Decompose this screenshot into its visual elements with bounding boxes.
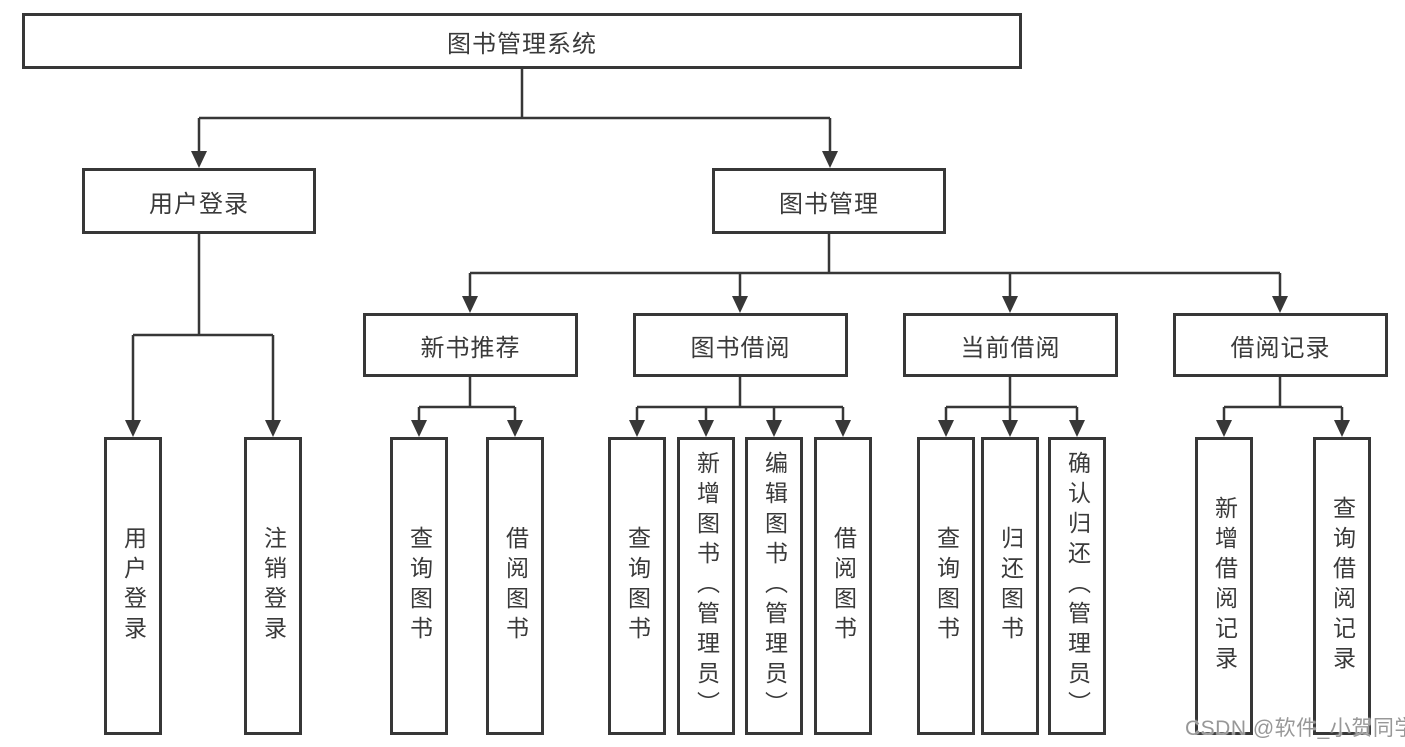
node-borrow-records: 借阅记录 bbox=[1173, 313, 1388, 377]
leaf-confirm-return-admin: 确认归还（管理员） bbox=[1048, 437, 1106, 735]
leaf-query-books-current: 查询图书 bbox=[917, 437, 975, 735]
connector-book-management-to-level3 bbox=[468, 234, 1282, 298]
leaf-add-borrow-record: 新增借阅记录 bbox=[1195, 437, 1253, 735]
leaf-add-books-admin: 新增图书（管理员） bbox=[677, 437, 735, 735]
node-book-management: 图书管理 bbox=[712, 168, 946, 234]
connector-book-borrow-to-leaves bbox=[635, 377, 845, 422]
leaf-logout: 注销登录 bbox=[244, 437, 302, 735]
connector-root-to-level2 bbox=[197, 69, 832, 153]
connector-new-book-to-leaves bbox=[417, 377, 517, 422]
node-new-book-recommend: 新书推荐 bbox=[363, 313, 578, 377]
node-root-system: 图书管理系统 bbox=[22, 13, 1022, 69]
node-user-login: 用户登录 bbox=[82, 168, 316, 234]
leaf-query-books-recommend: 查询图书 bbox=[390, 437, 448, 735]
connector-current-borrow-to-leaves bbox=[944, 377, 1079, 422]
leaf-borrow-books: 借阅图书 bbox=[814, 437, 872, 735]
leaf-query-books-borrow: 查询图书 bbox=[608, 437, 666, 735]
leaf-edit-books-admin: 编辑图书（管理员） bbox=[745, 437, 803, 735]
connector-borrow-records-to-leaves bbox=[1222, 377, 1344, 422]
watermark-text: CSDN @软件_小贺同学 bbox=[1185, 717, 1405, 740]
leaf-query-borrow-record: 查询借阅记录 bbox=[1313, 437, 1371, 735]
node-book-borrow: 图书借阅 bbox=[633, 313, 848, 377]
leaf-return-books: 归还图书 bbox=[981, 437, 1039, 735]
connector-user-login-to-leaves bbox=[131, 234, 275, 422]
node-current-borrow: 当前借阅 bbox=[903, 313, 1118, 377]
leaf-borrow-books-recommend: 借阅图书 bbox=[486, 437, 544, 735]
leaf-user-login: 用户登录 bbox=[104, 437, 162, 735]
